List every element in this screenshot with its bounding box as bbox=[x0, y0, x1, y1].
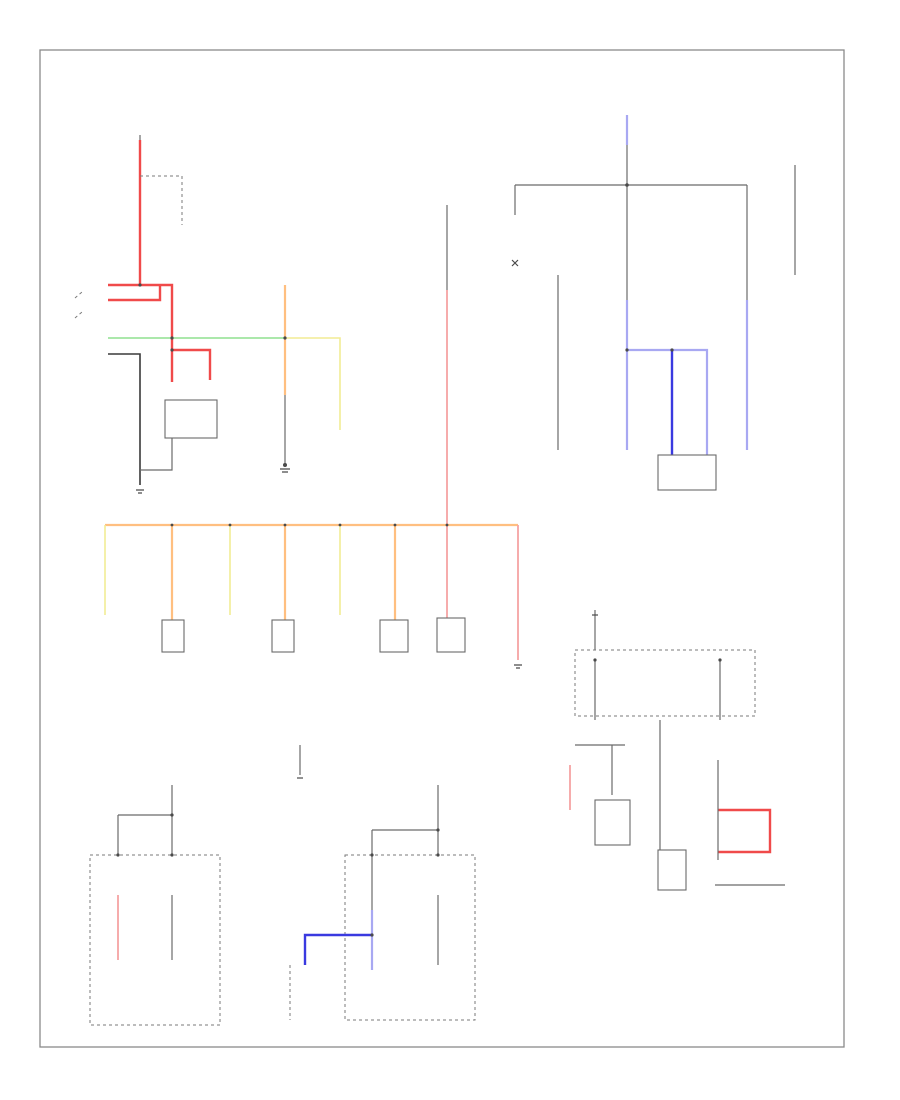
lower-center-relay-box bbox=[344, 854, 476, 1021]
red-ground-loop bbox=[718, 808, 772, 854]
fuse-block-outline bbox=[574, 649, 756, 717]
load-box-2 bbox=[271, 619, 295, 653]
yellow-feed-wire bbox=[285, 337, 341, 430]
load-box-3 bbox=[379, 619, 409, 653]
ground-symbols bbox=[136, 468, 598, 779]
diagram-frame bbox=[39, 49, 845, 1048]
relay-box bbox=[164, 399, 218, 439]
fuse-box-outline bbox=[140, 175, 183, 225]
relay-lower-right bbox=[657, 849, 687, 891]
load-box-4 bbox=[436, 617, 466, 653]
orange-distribution-bus bbox=[104, 523, 522, 669]
lower-center-relay-group bbox=[289, 785, 476, 1021]
ground-wire bbox=[108, 353, 141, 485]
load-box-1 bbox=[161, 619, 185, 653]
ignition-switch-section bbox=[283, 285, 341, 467]
lower-left-relay-box bbox=[89, 854, 221, 1026]
battery-feed-wire bbox=[138, 140, 174, 382]
relay-center bbox=[594, 799, 631, 846]
upper-left-feed-section bbox=[74, 135, 285, 485]
upper-right-fuse-section bbox=[511, 115, 796, 491]
lower-left-relay-group bbox=[89, 745, 301, 1026]
upper-right-relay bbox=[657, 454, 717, 491]
blue-lower-wire bbox=[303, 933, 372, 965]
middle-right-fuse-block bbox=[569, 610, 785, 891]
